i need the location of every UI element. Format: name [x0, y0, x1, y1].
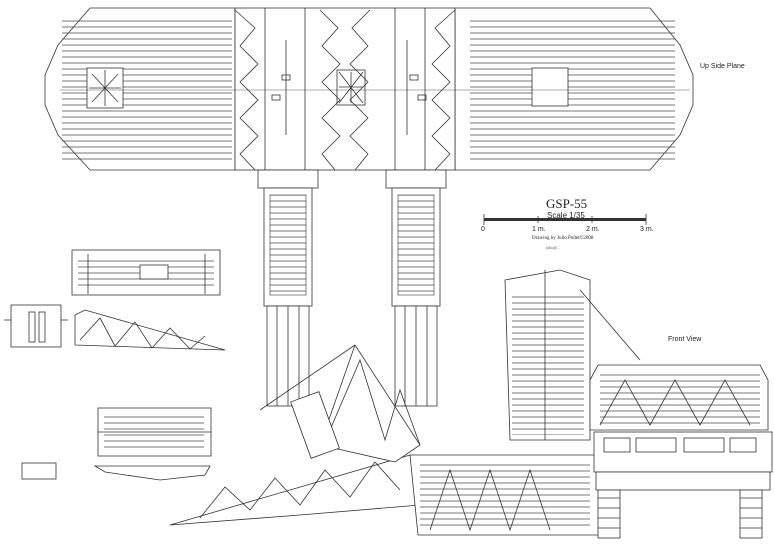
detail-frame-bottom	[97, 407, 212, 457]
detail-frame-top	[71, 249, 221, 296]
top-view-pontoon	[44, 7, 694, 171]
scale-tick-0: 0	[481, 226, 485, 233]
scale-tick-2: 2 m.	[586, 226, 600, 233]
scale-bar	[483, 214, 647, 225]
ramp-right	[385, 169, 447, 407]
scale-label: Scale 1/35	[547, 211, 585, 220]
top-view-label: Up Side Plane	[700, 63, 745, 70]
scale-tick-1: 1 m.	[532, 226, 546, 233]
ramp-left	[257, 169, 319, 407]
side-view-truss	[169, 344, 601, 536]
detail-truss-small	[74, 309, 226, 351]
detail-bracket	[21, 462, 57, 480]
detail-box	[4, 304, 68, 348]
scale-tick-3: 3 m.	[640, 226, 654, 233]
drawing-title: GSP-55	[546, 196, 588, 211]
front-view-label: Front View	[668, 336, 702, 343]
author-email: julio@...	[546, 245, 561, 250]
side-view-ramp-block	[504, 269, 641, 441]
detail-beam	[93, 465, 211, 481]
author-credit: Drawing by Julio Pollet©2008	[532, 236, 594, 241]
front-view	[589, 364, 773, 539]
